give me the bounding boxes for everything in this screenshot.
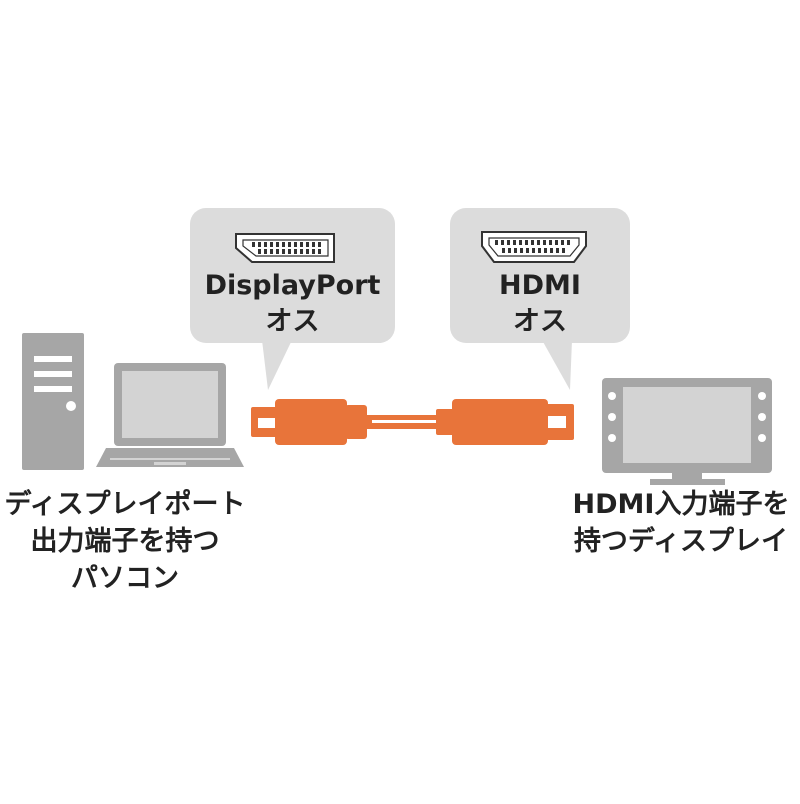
hdmi-gender-label: オス <box>513 306 567 337</box>
source-device-caption-line-2: 出力端子を持つ <box>30 526 220 557</box>
cable-body <box>367 409 456 435</box>
source-device-caption-line-3: パソコン <box>71 563 179 594</box>
displayport-connector-icon <box>235 233 335 263</box>
target-device-caption-line-2: 持つディスプレイ <box>573 526 789 557</box>
displayport-gender-label: オス <box>265 306 320 337</box>
hdmi-connector-icon <box>481 231 587 263</box>
display-monitor-icon <box>602 378 772 485</box>
displayport-plug <box>251 399 367 445</box>
displayport-label: DisplayPort <box>204 270 381 301</box>
source-device-caption-line-1: ディスプレイポート <box>4 489 246 520</box>
target-device-caption-line-1: HDMI入力端子を <box>572 489 790 520</box>
laptop-icon <box>96 363 244 467</box>
hdmi-plug <box>452 399 574 445</box>
hdmi-label: HDMI <box>499 270 581 301</box>
desktop-tower-icon <box>22 333 84 470</box>
